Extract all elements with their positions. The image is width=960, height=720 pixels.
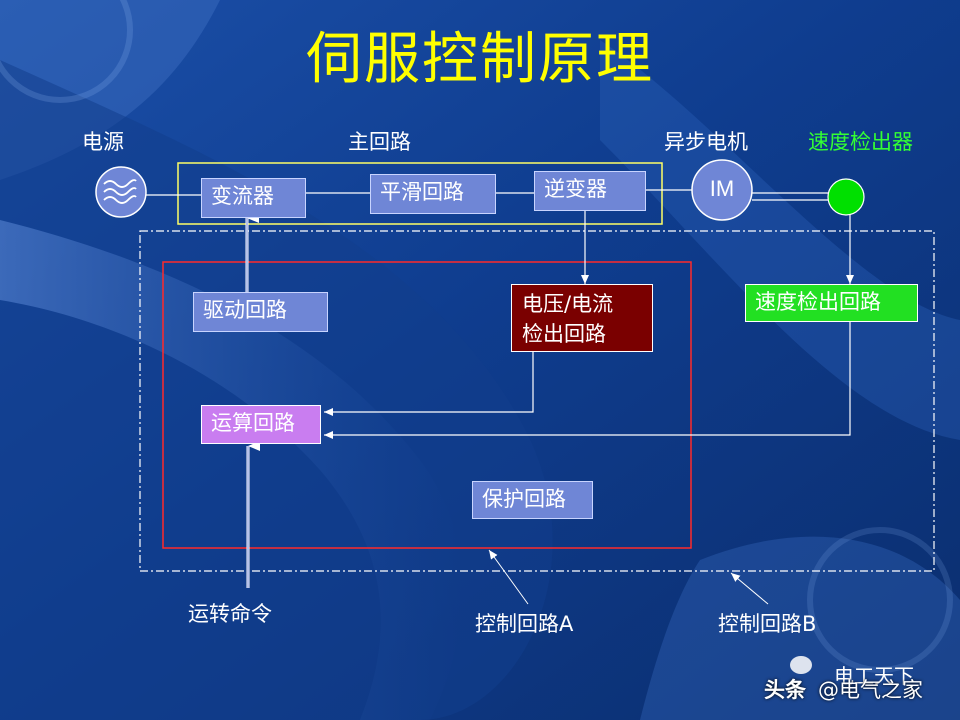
motor-label: IM bbox=[709, 176, 735, 201]
drive-circuit-block: 驱动回路 bbox=[193, 292, 328, 332]
control-circuit-b-frame bbox=[139, 230, 935, 572]
watermark-account: @电气之家 bbox=[818, 678, 923, 702]
inverter-label: 逆变器 bbox=[544, 177, 607, 201]
smoothing-circuit-label: 平滑回路 bbox=[380, 180, 464, 204]
watermark-overlay: 电工天下 bbox=[834, 664, 914, 688]
control-circuit-a-frame bbox=[162, 261, 692, 549]
converter-block: 变流器 bbox=[201, 178, 306, 218]
speed-detect-circuit-block: 速度检出回路 bbox=[745, 284, 918, 322]
voltage-current-detect-block: 电压/电流 检出回路 bbox=[511, 284, 653, 352]
main-circuit-label: 主回路 bbox=[348, 130, 411, 154]
arithmetic-circuit-label: 运算回路 bbox=[211, 411, 295, 435]
control-circuit-a-label: 控制回路A bbox=[475, 612, 574, 636]
control-circuit-b-label: 控制回路B bbox=[718, 612, 817, 636]
protection-circuit-label: 保护回路 bbox=[482, 487, 566, 511]
speed-detector-label: 速度检出器 bbox=[808, 130, 913, 154]
run-command-label: 运转命令 bbox=[188, 602, 272, 626]
voltage-current-detect-line2: 检出回路 bbox=[522, 322, 606, 346]
motor-circle bbox=[691, 159, 753, 221]
page-title: 伺服控制原理 bbox=[306, 27, 654, 92]
inverter-block: 逆变器 bbox=[534, 171, 646, 211]
speed-detect-circuit-label: 速度检出回路 bbox=[755, 290, 881, 314]
speed-detector-icon bbox=[827, 178, 865, 216]
main-circuit-frame bbox=[177, 162, 663, 225]
arithmetic-circuit-block: 运算回路 bbox=[201, 405, 321, 444]
drive-circuit-label: 驱动回路 bbox=[203, 298, 287, 322]
power-source-label: 电源 bbox=[82, 130, 124, 154]
async-motor-label: 异步电机 bbox=[664, 130, 748, 154]
converter-label: 变流器 bbox=[211, 184, 274, 208]
protection-circuit-block: 保护回路 bbox=[472, 481, 593, 519]
wechat-icon bbox=[790, 656, 812, 674]
voltage-current-detect-line1: 电压/电流 bbox=[522, 292, 614, 316]
watermark-platform: 头条 bbox=[764, 678, 806, 702]
ac-source-icon bbox=[95, 166, 147, 218]
smoothing-circuit-block: 平滑回路 bbox=[370, 174, 496, 214]
